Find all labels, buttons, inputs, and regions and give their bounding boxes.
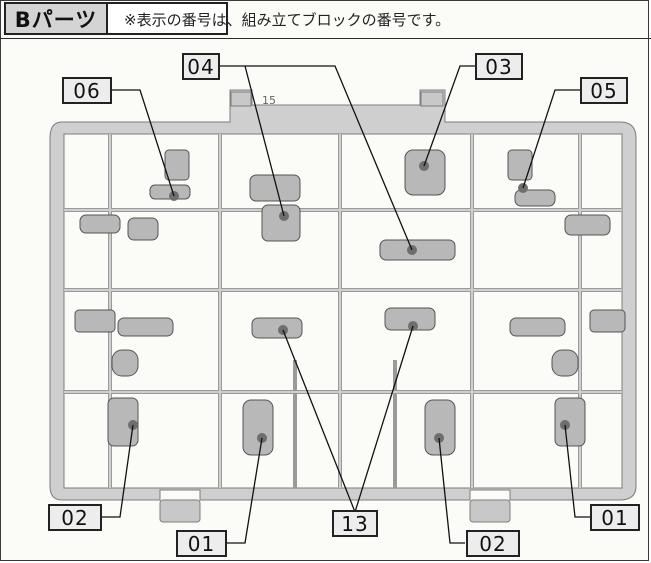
note-box: [108, 2, 228, 35]
runner-tabs: [159, 91, 511, 523]
callout-13: 13: [332, 510, 378, 537]
runner-gates-inner: [64, 134, 622, 488]
callout-06: 06: [62, 77, 112, 104]
section-title: Bパーツ: [4, 2, 108, 35]
callout-02-center: 02: [466, 530, 520, 557]
sprue-mark: 15: [262, 94, 276, 107]
callout-03: 03: [475, 53, 523, 80]
callout-01-right: 01: [590, 504, 640, 531]
parts: [74, 149, 626, 456]
part-markers: [128, 161, 570, 443]
assembly-note: ※表示の番号は、組み立てブロックの番号です。: [124, 11, 451, 29]
callout-04: 04: [182, 53, 220, 80]
callout-01-center: 01: [176, 530, 227, 557]
header-divider: [0, 38, 651, 39]
callout-02-left: 02: [48, 504, 102, 531]
leader-lines: [102, 65, 590, 544]
callout-05: 05: [580, 77, 628, 104]
runner-gates: [64, 134, 622, 488]
